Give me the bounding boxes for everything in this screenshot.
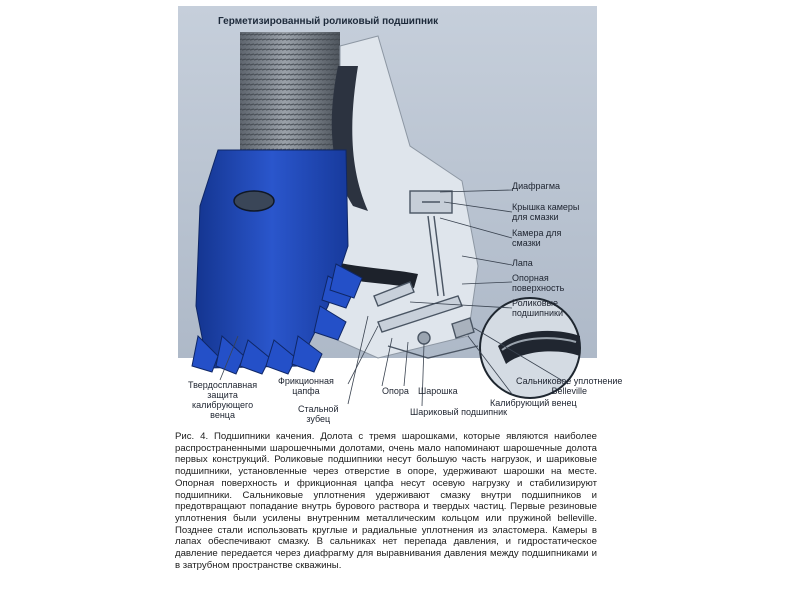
label-lubricant-chamber: Камера для смазки	[512, 228, 561, 248]
label-bearing-surface: Опорная поверхность	[512, 273, 564, 293]
nozzle	[234, 191, 274, 211]
label-diaphragm: Диафрагма	[512, 181, 560, 191]
label-hardfacing: Твердосплавная защита калибрующего венца	[188, 380, 257, 420]
diagram-title: Герметизированный роликовый подшипник	[218, 16, 438, 27]
label-steel-tooth: Стальной зубец	[298, 404, 338, 424]
label-ball-bearing: Шариковый подшипник	[410, 407, 507, 417]
label-ball: Шарошка	[418, 386, 458, 396]
figure-caption: Рис. 4. Подшипники качения. Долота с тре…	[175, 431, 597, 571]
label-leg: Лапа	[512, 258, 533, 268]
label-chamber-cover: Крышка камеры для смазки	[512, 202, 579, 222]
label-seal: Сальниковое уплотнение Belleville	[516, 376, 622, 396]
bearing-diagram: Герметизированный роликовый подшипник Ди…	[178, 6, 597, 423]
label-friction-pin: Фрикционная цапфа	[278, 376, 334, 396]
label-roller-bearings: Роликовые подшипники	[512, 298, 563, 318]
label-support: Опора	[382, 386, 409, 396]
